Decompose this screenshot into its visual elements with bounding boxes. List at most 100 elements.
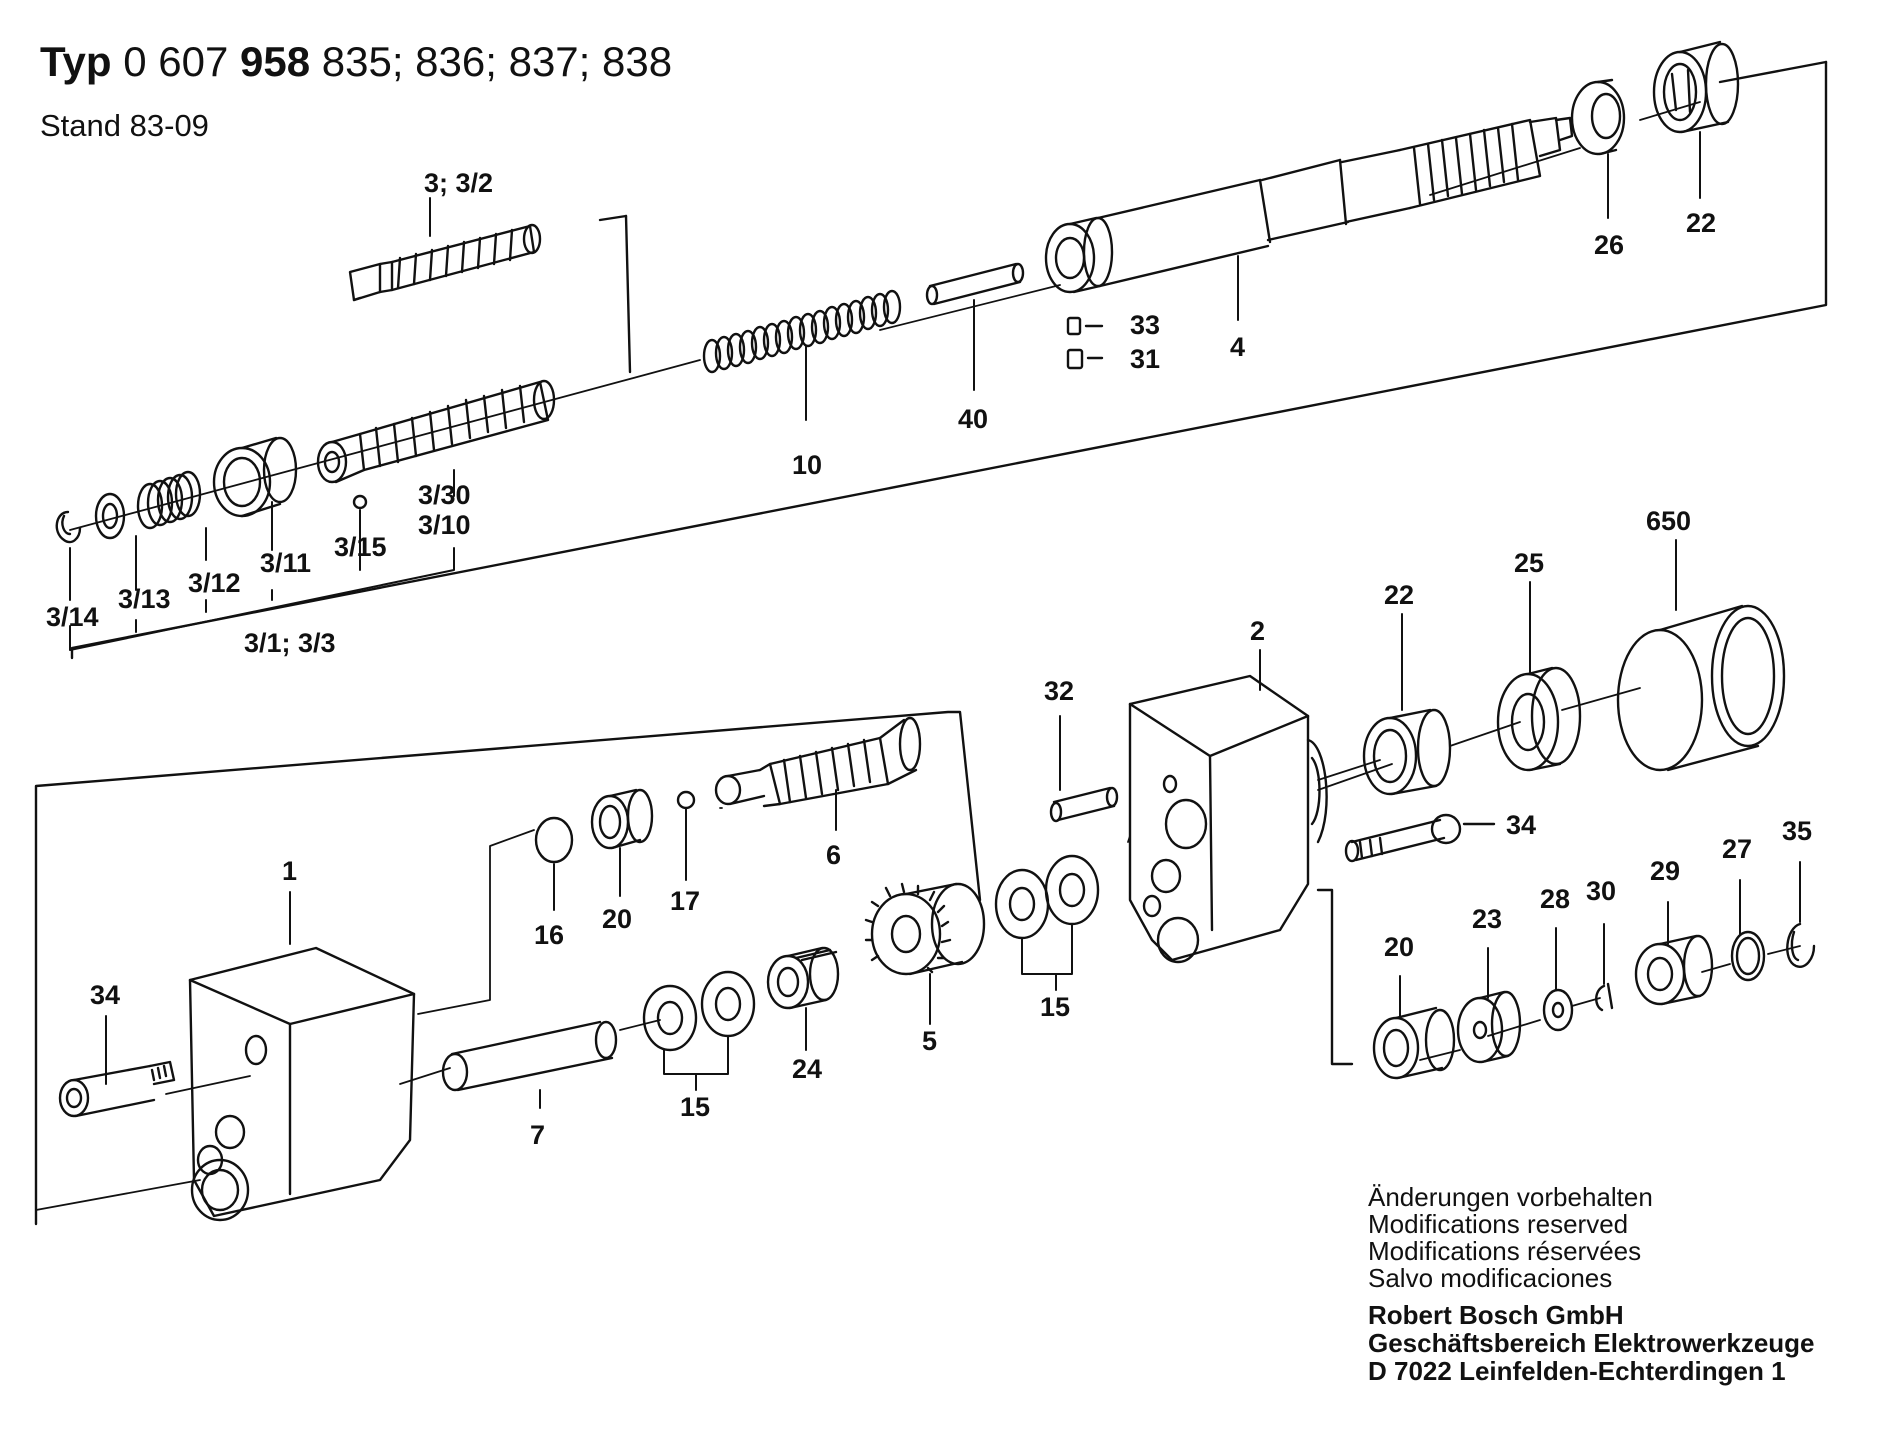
document-title: Typ 0 607 958 835; 836; 837; 838 [40, 38, 672, 86]
spline-shaft-3-3-2 [348, 223, 542, 302]
callout-10: 10 [792, 450, 822, 480]
callout-3-10: 3/10 [418, 510, 471, 540]
upper-axis-lines [69, 101, 1701, 531]
pin-31 [1066, 348, 1104, 370]
washer-16 [534, 816, 574, 864]
callout-34-left: 34 [90, 980, 120, 1010]
callout-15-left: 15 [680, 1092, 710, 1122]
callout-25: 25 [1514, 548, 1544, 578]
part-callouts: 3; 3/2 3/30 3/10 3/15 3/11 3/12 3/13 3/1… [46, 168, 1812, 1150]
callout-1: 1 [282, 856, 297, 886]
screw-34-left [58, 1060, 176, 1118]
callout-28: 28 [1540, 884, 1570, 914]
stand-label: Stand [40, 108, 122, 143]
bushing-20-left [590, 788, 654, 850]
washer-3-13 [94, 492, 126, 540]
footer-note-en: Modifications reserved [1368, 1209, 1629, 1239]
lower-leader-lines [105, 539, 1801, 1109]
typ-variants: 835; 836; 837; 838 [321, 38, 673, 85]
shaft-4 [1044, 116, 1574, 294]
callout-26: 26 [1594, 230, 1624, 260]
housing-1 [188, 946, 416, 1222]
footer-address: D 7022 Leinfelden-Echterdingen 1 [1368, 1356, 1786, 1386]
footer-note-fr: Modifications réservées [1368, 1236, 1642, 1266]
callout-33: 33 [1130, 310, 1160, 340]
gear-24 [766, 946, 840, 1010]
callout-6: 6 [826, 840, 841, 870]
callout-31: 31 [1130, 344, 1160, 374]
callout-3-1-3-3: 3/1; 3/3 [244, 628, 336, 658]
callout-34-right: 34 [1506, 810, 1536, 840]
screw-34-right [1344, 813, 1496, 863]
needle-bearing-22-top [1652, 40, 1740, 134]
washers-15-left [642, 970, 756, 1052]
pin-32 [1049, 786, 1119, 823]
ring-27 [1730, 930, 1766, 982]
washers-15-mid [994, 854, 1100, 940]
footer-note-es: Salvo modificaciones [1368, 1263, 1613, 1293]
seal-26 [1570, 78, 1626, 156]
pin-40 [925, 262, 1025, 306]
gear-5 [864, 882, 986, 976]
sleeve-3-11 [212, 436, 298, 518]
callout-3-12: 3/12 [188, 568, 241, 598]
pin-7 [441, 1020, 618, 1092]
ball-bearing-25 [1496, 666, 1582, 772]
callout-40: 40 [958, 404, 988, 434]
callout-29: 29 [1650, 856, 1680, 886]
callout-2: 2 [1250, 616, 1265, 646]
callout-22-top: 22 [1686, 208, 1716, 238]
upper-leader-lines [69, 131, 1701, 651]
callout-24: 24 [792, 1054, 822, 1084]
callout-17: 17 [670, 886, 700, 916]
callout-23: 23 [1472, 904, 1502, 934]
callout-5: 5 [922, 1026, 937, 1056]
washer-28 [1542, 988, 1574, 1032]
bushing-29 [1634, 934, 1714, 1006]
callout-30: 30 [1586, 876, 1616, 906]
callout-16: 16 [534, 920, 564, 950]
upper-assembly-frame [70, 60, 1828, 660]
spline-shaft-3-30 [316, 379, 556, 510]
ball-17 [676, 790, 696, 810]
housing-ring-650 [1616, 604, 1786, 772]
callout-3-11: 3/11 [260, 548, 311, 578]
lower-axis-lines [35, 687, 1801, 1211]
retaining-ring-35 [1786, 922, 1816, 968]
retaining-ring-30 [1595, 982, 1614, 1012]
footer-division: Geschäftsbereich Elektrowerkzeuge [1368, 1328, 1815, 1358]
stand-line: Stand 83-09 [40, 108, 209, 144]
callout-3-14: 3/14 [46, 602, 99, 632]
washer-23 [1456, 990, 1522, 1064]
callout-32: 32 [1044, 676, 1074, 706]
typ-number-bold: 958 [240, 38, 311, 85]
footer-company: Robert Bosch GmbH [1368, 1300, 1624, 1330]
shaft-6 [714, 716, 922, 808]
callout-15-mid: 15 [1040, 992, 1070, 1022]
callout-27: 27 [1722, 834, 1752, 864]
callout-3-15: 3/15 [334, 532, 387, 562]
callout-20-left: 20 [602, 904, 632, 934]
typ-label: Typ [40, 38, 112, 85]
footer-note-de: Änderungen vorbehalten [1368, 1182, 1653, 1212]
callout-7: 7 [530, 1120, 545, 1150]
spring-10 [702, 289, 902, 374]
housing-2 [1128, 674, 1328, 964]
callout-3-3-2: 3; 3/2 [424, 168, 493, 198]
callout-35: 35 [1782, 816, 1812, 846]
needle-bearing-22-mid [1362, 708, 1452, 796]
callout-20-right: 20 [1384, 932, 1414, 962]
callout-3-13: 3/13 [118, 584, 171, 614]
callout-650: 650 [1646, 506, 1691, 536]
pin-33 [1066, 316, 1104, 336]
retaining-ring-3-14 [55, 510, 82, 544]
bushing-20-right [1372, 1006, 1456, 1080]
spring-3-12 [136, 470, 202, 530]
callout-22-mid: 22 [1384, 580, 1414, 610]
stand-value: 83-09 [129, 108, 209, 143]
callout-3-30: 3/30 [418, 480, 471, 510]
lower-assembly-frame [34, 710, 1354, 1226]
callout-4: 4 [1230, 332, 1245, 362]
typ-number-plain: 0 607 [123, 38, 229, 85]
